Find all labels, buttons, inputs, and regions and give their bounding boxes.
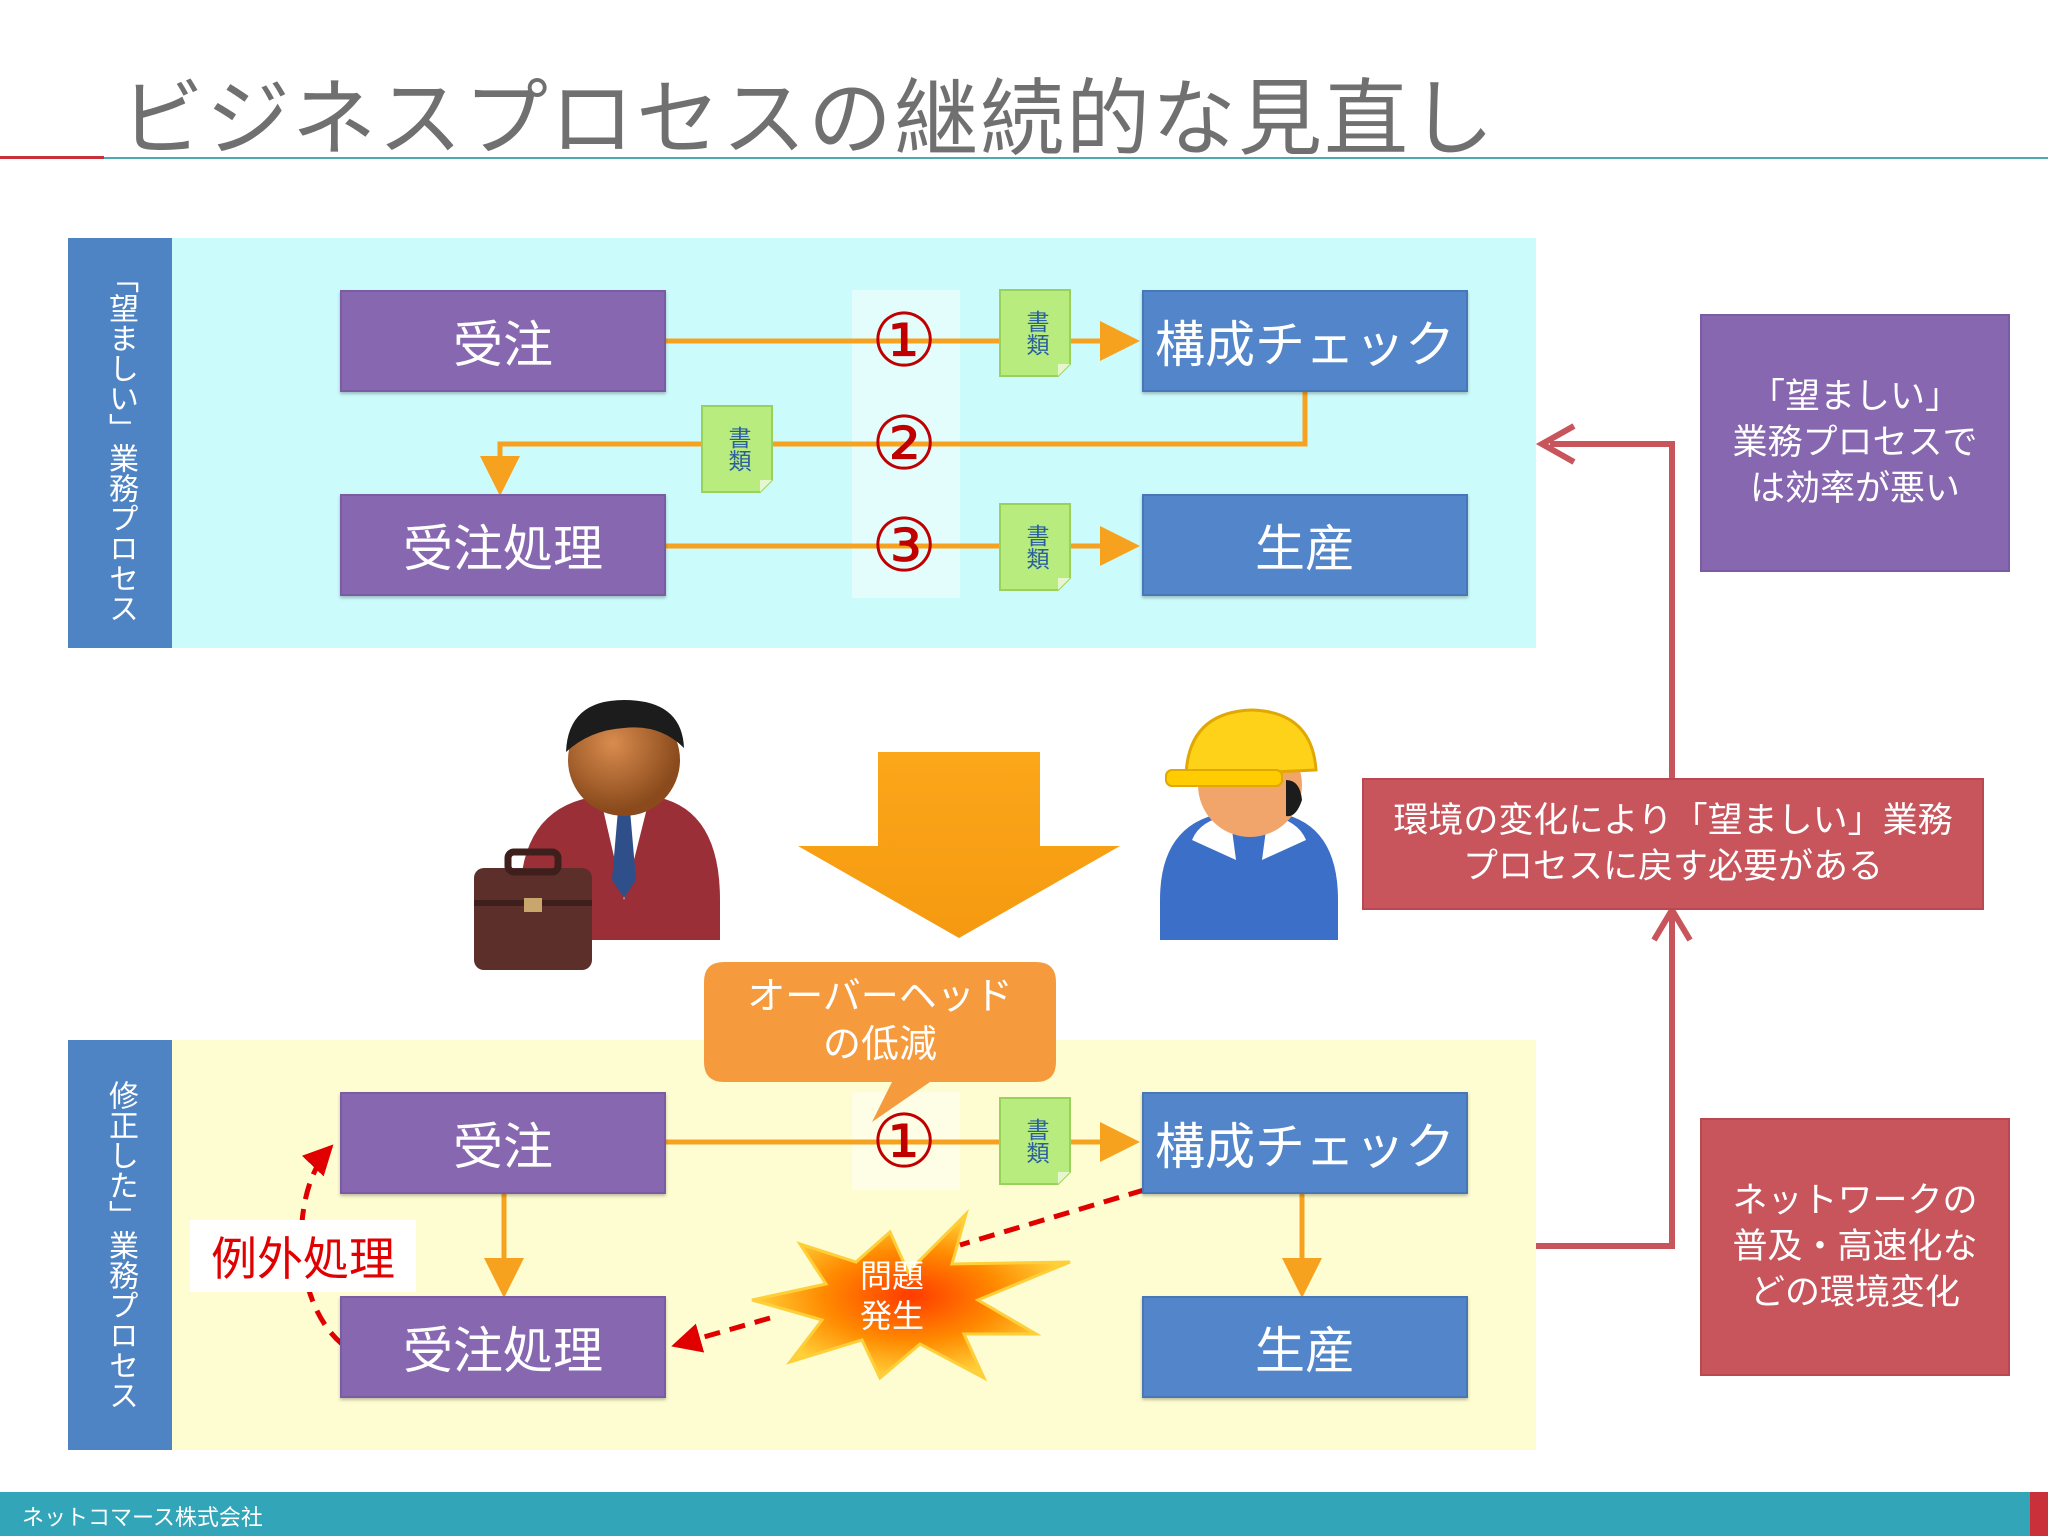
- step-number: ①: [870, 298, 938, 384]
- document-label: 書類: [1022, 1118, 1048, 1164]
- modified-process-label: 修正した」業務プロセス: [68, 1040, 172, 1450]
- problem-line: [959, 1187, 1145, 1248]
- worker-icon: [1160, 708, 1338, 940]
- title-rule: [104, 157, 2048, 159]
- order-box: 受注: [340, 1092, 666, 1194]
- callout-bubble: [704, 962, 1056, 1122]
- footer-accent: [2030, 1492, 2048, 1536]
- page-title: ビジネスプロセスの継続的な見直し: [120, 70, 1497, 168]
- big-down-arrow-icon: [798, 752, 1120, 938]
- order-processing-box: 受注処理: [340, 494, 666, 596]
- production-box: 生産: [1142, 494, 1468, 596]
- order-box: 受注: [340, 290, 666, 392]
- document-icon: [999, 503, 1071, 591]
- problem-occurred-label: 問題 発生: [859, 1257, 924, 1335]
- desired-process-label: 「望ましい」業務プロセス: [68, 238, 172, 648]
- feedback-arrowhead: [1535, 423, 1576, 465]
- exception-label: 例外処理: [190, 1220, 416, 1292]
- document-label: 書類: [724, 426, 750, 472]
- footer-bar: [0, 1492, 2048, 1536]
- document-icon: [999, 289, 1071, 377]
- overhead-reduction-callout: オーバーヘッド の低減: [747, 974, 1013, 1066]
- step-number: ①: [870, 1099, 938, 1185]
- environment-change-note: ネットワークの 普及・高速化な どの環境変化: [1700, 1118, 2010, 1376]
- feedback-arrowhead: [1651, 904, 1693, 942]
- document-icon: [701, 405, 773, 493]
- title-rule-accent: [0, 156, 104, 159]
- config-check-box: 構成チェック: [1142, 1092, 1468, 1194]
- burst-icon: [751, 1208, 1071, 1382]
- document-label: 書類: [1022, 524, 1048, 570]
- config-check-box: 構成チェック: [1142, 290, 1468, 392]
- company-name: ネットコマース株式会社: [22, 1506, 263, 1531]
- step-number: ②: [870, 401, 938, 487]
- return-needed-note: 環境の変化により「望ましい」業務 プロセスに戻す必要がある: [1362, 778, 1984, 910]
- businessman-icon: [474, 700, 720, 970]
- order-processing-box: 受注処理: [340, 1296, 666, 1398]
- production-box: 生産: [1142, 1296, 1468, 1398]
- step-number: ③: [870, 503, 938, 589]
- document-label: 書類: [1022, 310, 1048, 356]
- problem-arrow: [671, 1315, 771, 1353]
- inefficient-note: 「望ましい」 業務プロセスで は効率が悪い: [1700, 314, 2010, 572]
- flow-arrow: [480, 392, 1308, 496]
- document-icon: [999, 1097, 1071, 1185]
